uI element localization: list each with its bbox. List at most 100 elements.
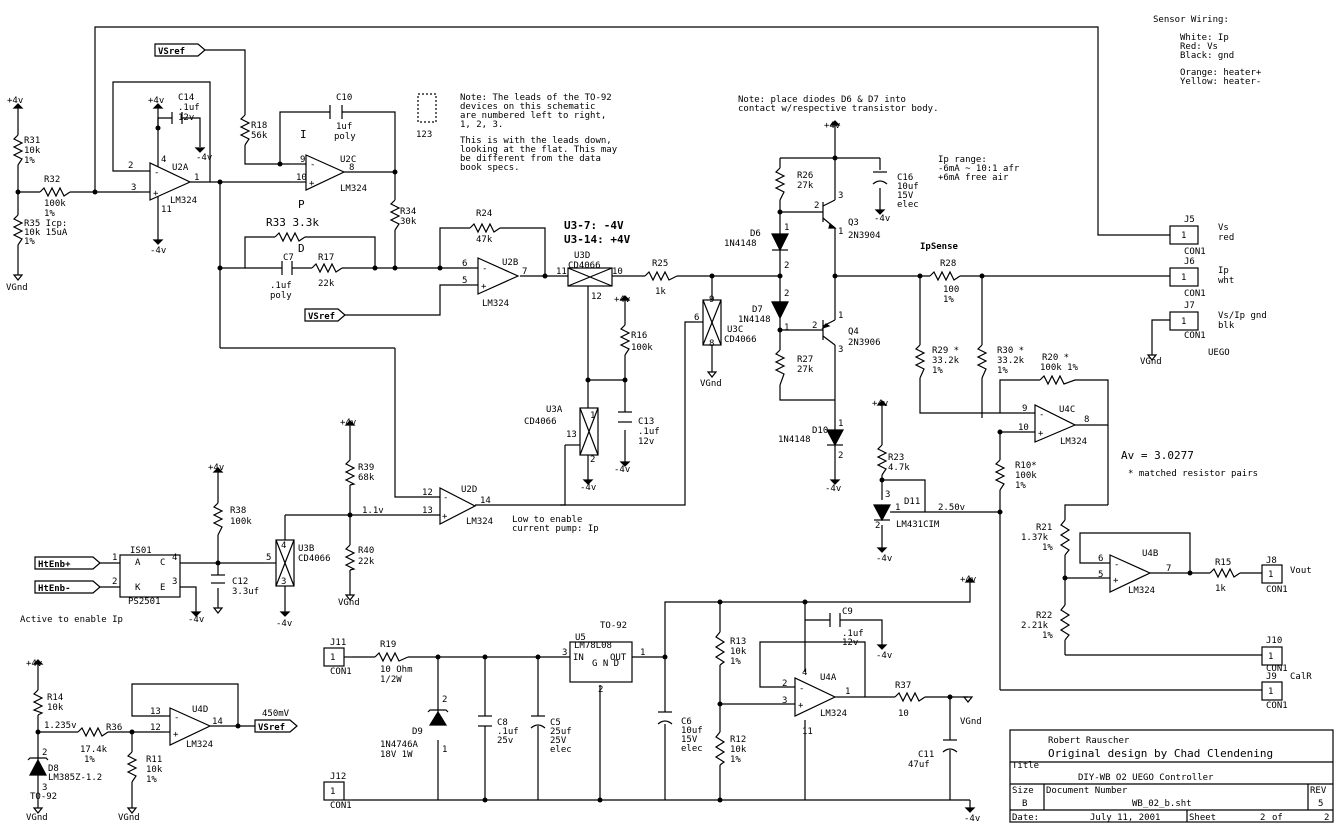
label-text: U2B (502, 258, 518, 268)
label-text: Ip (1218, 266, 1229, 276)
svg-text:1: 1 (1268, 570, 1273, 580)
label-text: VGnd (6, 283, 28, 293)
label-text: R34 (400, 207, 416, 217)
label-text: 14 (212, 717, 223, 727)
label-text: HtEnb+ (38, 560, 71, 570)
label-text: 2N3904 (848, 231, 881, 241)
sheet-total: 2 (1324, 813, 1329, 823)
net-label-2v50: 2.50v (938, 503, 965, 513)
label-text: LM324 (1128, 586, 1155, 596)
label-text: P (298, 198, 305, 211)
label-text: 18V 1W (380, 750, 413, 760)
svg-text:1: 1 (442, 745, 447, 755)
vgnd-symbol: VGnd (26, 807, 48, 823)
label-text: 3 (281, 577, 286, 587)
label-text: C13 (638, 417, 654, 427)
minus4v-symbol: -4v (276, 611, 292, 629)
label-text: R22 (1036, 611, 1052, 621)
label-text: R23 (888, 453, 904, 463)
vgnd-symbol (212, 607, 224, 614)
label-text: K (135, 583, 141, 593)
label-text: R19 (380, 640, 396, 650)
label-text: 12v (638, 437, 654, 447)
vsref-flag-bottom: VSref (254, 719, 298, 733)
label-text: C6 (681, 717, 692, 727)
docnum-value: WB_02_b.sht (1132, 799, 1192, 809)
label-text: R29 * (932, 346, 959, 356)
label-text: 2N3906 (848, 338, 881, 348)
label-text: R17 (318, 253, 334, 263)
svg-text:+: + (173, 730, 179, 740)
label-text: 30k (400, 217, 417, 227)
label-text: red (1218, 233, 1234, 243)
label-text: -4v (580, 483, 596, 493)
rev-label: REV (1310, 786, 1327, 796)
label-text: CON1 (1184, 289, 1206, 299)
svg-text:3: 3 (838, 191, 843, 201)
label-text: 1% (1015, 481, 1026, 491)
label-text: VSref (158, 47, 185, 57)
label-text: 10 Ohm (380, 665, 413, 675)
rev-value: 5 (1318, 799, 1323, 809)
label-text: 1% (932, 366, 943, 376)
svg-text:3: 3 (172, 577, 177, 587)
label-text: CD4066 (568, 261, 601, 271)
label-text: 3.3uf (232, 587, 259, 597)
label-text: 4.7k (888, 463, 910, 473)
svg-text:1: 1 (112, 553, 117, 563)
label-text: elec (897, 200, 919, 210)
label-text: LM324 (186, 740, 213, 750)
note-line: -6mA ~ 10:1 afr (938, 164, 1020, 174)
sensor-wiring-note: Sensor Wiring: White: Ip Red: Vs Black: … (1153, 15, 1262, 87)
label-text: +4v (26, 659, 42, 669)
label-text: 9 (300, 155, 305, 165)
label-text: 5 (266, 553, 271, 563)
label-text: 11 (161, 205, 172, 215)
htenb-minus-flag: HtEnb- (34, 580, 101, 594)
label-text: U2A (172, 163, 189, 173)
label-text: 5 (462, 276, 467, 286)
plus4v-symbol: +4v (824, 120, 841, 132)
vgnd-symbol: VGnd (6, 274, 28, 293)
label-text: R13 (730, 637, 746, 647)
label-text: IN (573, 653, 584, 663)
minus4v-symbol: -4v (614, 461, 631, 475)
label-text: 6 (462, 259, 467, 269)
label-text: U4D (192, 705, 208, 715)
svg-text:-: - (1039, 410, 1044, 420)
ip-range-note: Ip range: -6mA ~ 10:1 afr +6mA free air (938, 155, 1020, 183)
matched-resistor-note: * matched resistor pairs (1128, 469, 1258, 479)
label-text: 1N4746A (380, 740, 419, 750)
label-text: 15V (897, 191, 914, 201)
label-text: R26 (797, 171, 813, 181)
label-text: E (160, 583, 165, 593)
svg-text:3: 3 (42, 783, 47, 793)
label-text: 3 (782, 696, 787, 706)
label-text: R18 (251, 121, 267, 131)
label-text: C5 (550, 718, 561, 728)
minus4v-symbol: -4v (876, 644, 892, 661)
label-text: 1% (146, 775, 157, 785)
svg-text:1: 1 (1268, 652, 1273, 662)
minus4v-symbol: -4v (150, 239, 166, 256)
label-text: CON1 (1266, 585, 1288, 595)
